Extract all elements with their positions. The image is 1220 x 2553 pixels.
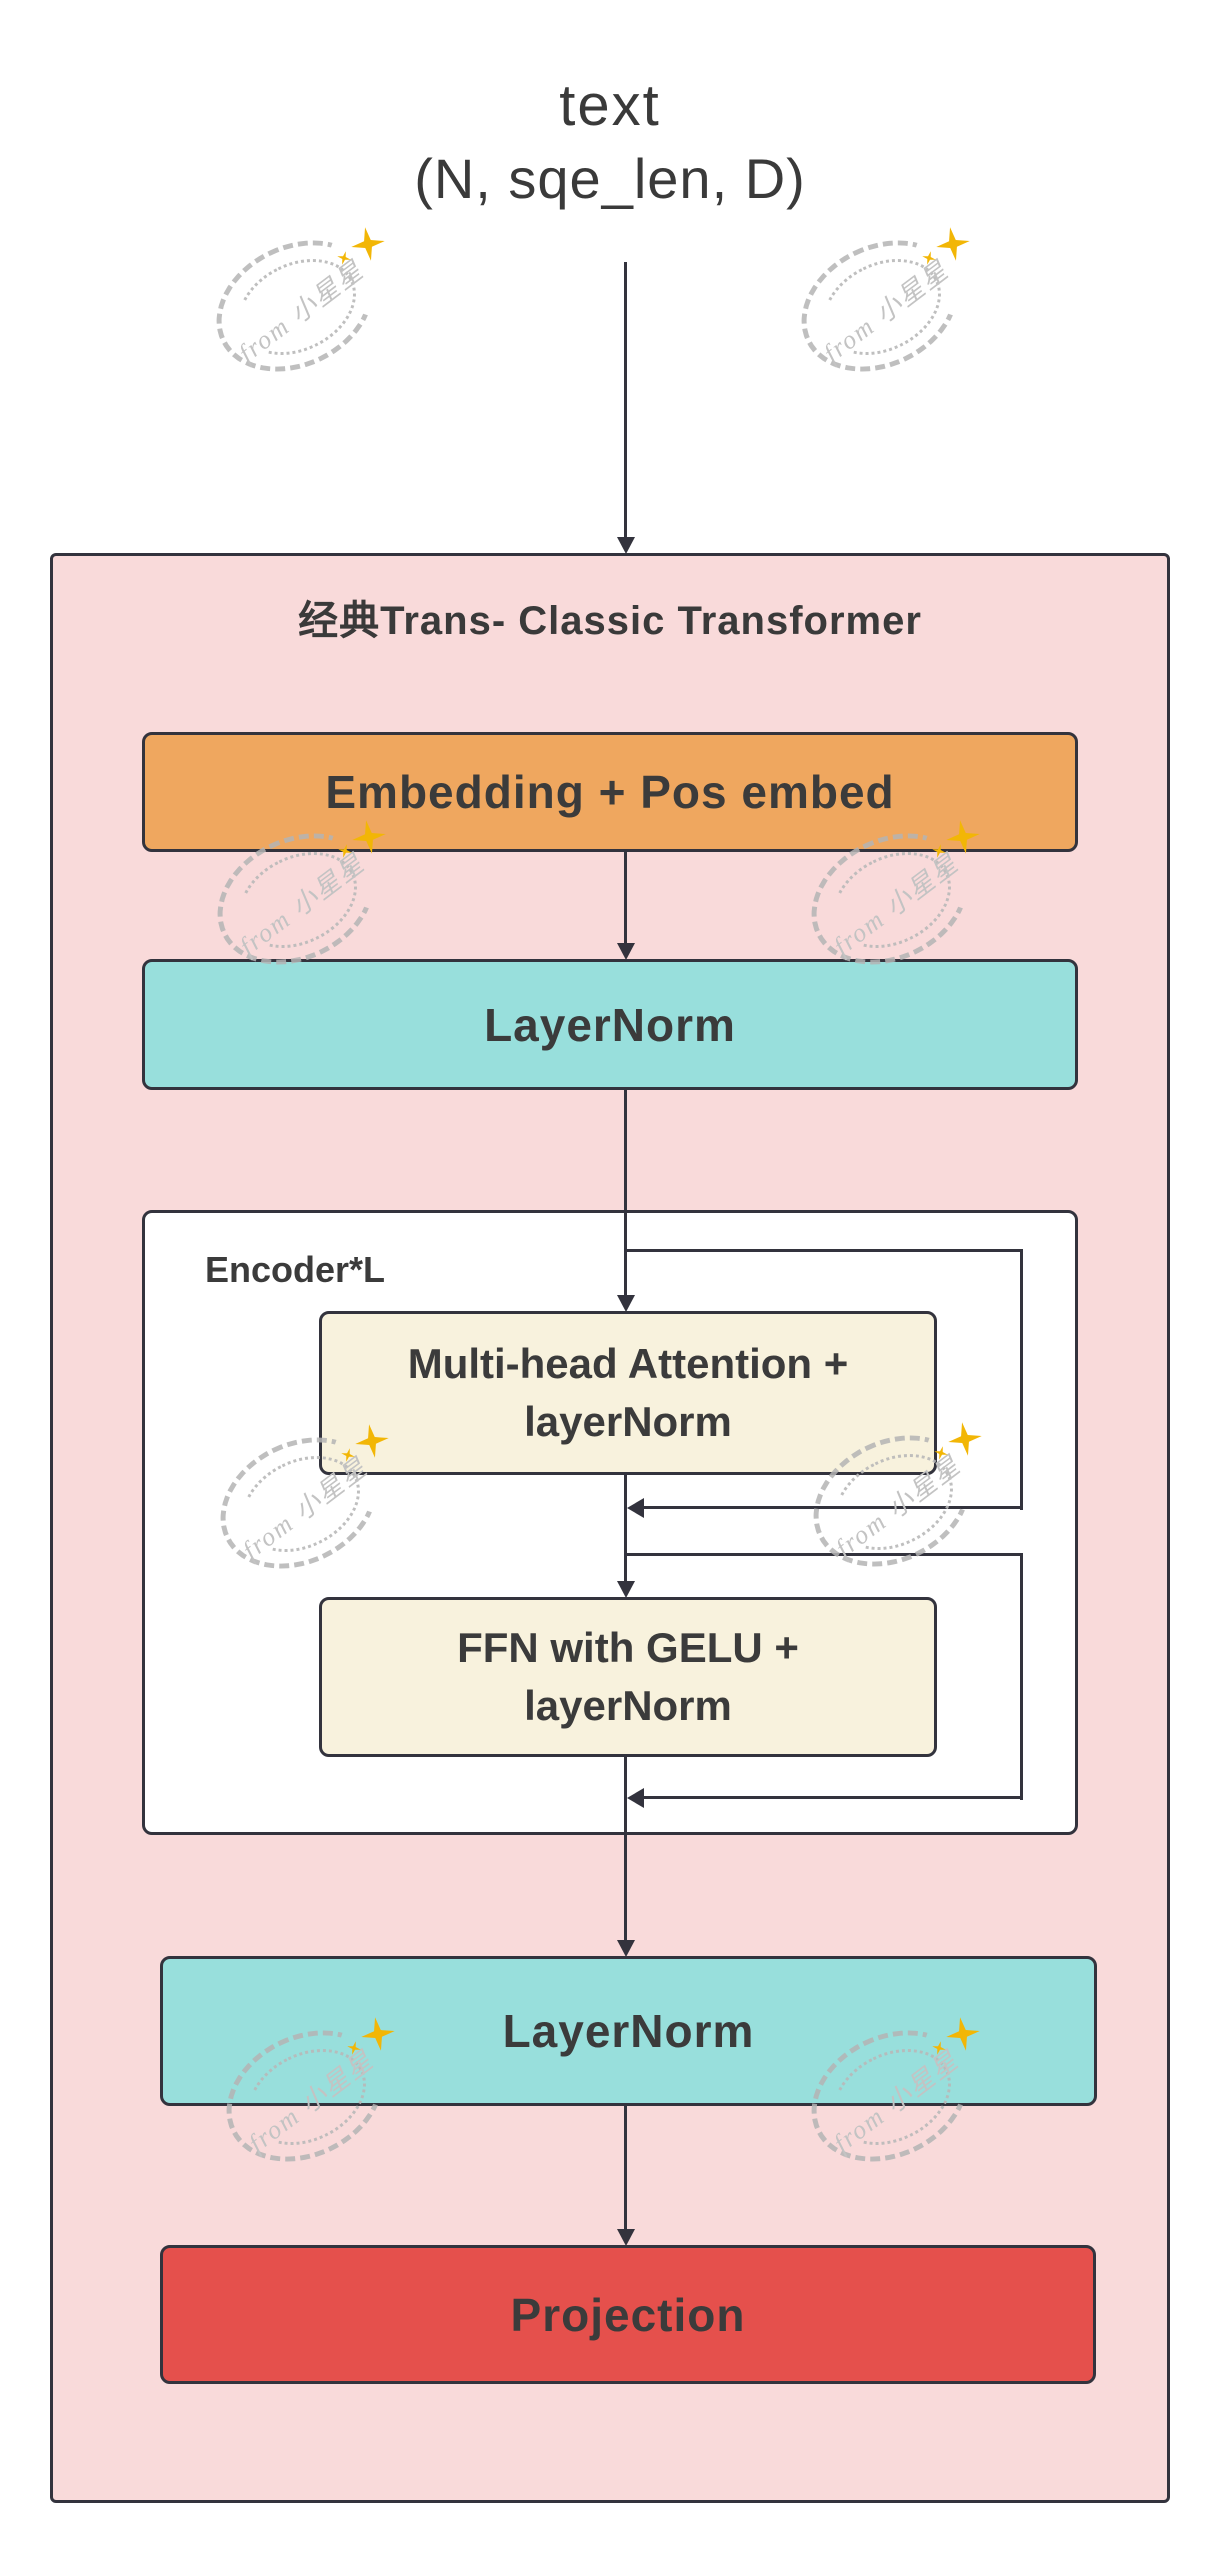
arrow-embedding-to-layernorm-head bbox=[617, 943, 635, 960]
arrow-embedding-to-layernorm-line bbox=[624, 852, 627, 944]
skip2-return-line bbox=[643, 1796, 1023, 1799]
node-ffn: FFN with GELU + layerNorm bbox=[319, 1597, 937, 1757]
skip1-rail-line bbox=[1020, 1249, 1023, 1510]
skip1-return-head bbox=[627, 1498, 644, 1518]
transformer-container-title: 经典Trans- Classic Transformer bbox=[298, 599, 922, 643]
input-shape-line: (N, sqe_len, D) bbox=[414, 146, 806, 210]
node-mha-label-line2: layerNorm bbox=[524, 1398, 732, 1445]
sparkle-star-icon bbox=[933, 224, 972, 263]
arrow-ffn-to-layernorm2-head bbox=[617, 1940, 635, 1957]
watermark-text: from 小星星 bbox=[818, 255, 955, 368]
node-layernorm-bottom-label: LayerNorm bbox=[502, 2005, 755, 2057]
sparkle-star-small-icon bbox=[920, 249, 937, 266]
watermark-outer-arc bbox=[779, 215, 981, 397]
sparkle-star-icon bbox=[348, 224, 387, 263]
skip2-return-head bbox=[627, 1788, 644, 1808]
sparkle-star-small-icon bbox=[335, 249, 352, 266]
node-ffn-label-line1: FFN with GELU + bbox=[457, 1624, 799, 1671]
node-embedding: Embedding + Pos embed bbox=[142, 732, 1078, 852]
node-layernorm-top-label: LayerNorm bbox=[484, 998, 736, 1051]
watermark-inner-arc bbox=[221, 240, 373, 374]
node-projection-label: Projection bbox=[510, 2288, 746, 2341]
node-projection: Projection bbox=[160, 2245, 1096, 2384]
watermark-outer-arc bbox=[194, 215, 396, 397]
skip1-branch-line bbox=[626, 1249, 1023, 1252]
arrow-attention-to-ffn-line bbox=[624, 1475, 627, 1582]
node-mha-label-line1: Multi-head Attention + bbox=[407, 1340, 849, 1387]
watermark-inner-arc bbox=[806, 240, 958, 374]
arrow-layernorm-to-attention-line bbox=[624, 1090, 627, 1296]
watermark: from 小星星 bbox=[194, 215, 396, 405]
arrow-layernorm-to-attention-head bbox=[617, 1295, 635, 1312]
node-embedding-label: Embedding + Pos embed bbox=[325, 766, 895, 818]
skip1-return-line bbox=[643, 1506, 1023, 1509]
arrow-layernorm2-to-projection-line bbox=[624, 2106, 627, 2230]
arrow-input-to-container-head bbox=[617, 537, 635, 554]
arrow-input-to-container-line bbox=[624, 262, 627, 537]
input-title: text (N, sqe_len, D) bbox=[0, 70, 1220, 215]
node-layernorm-top: LayerNorm bbox=[142, 959, 1078, 1090]
arrow-ffn-to-layernorm2-line bbox=[624, 1757, 627, 1941]
arrow-attention-to-ffn-head bbox=[617, 1581, 635, 1598]
skip2-rail-line bbox=[1020, 1553, 1023, 1800]
watermark-text: from 小星星 bbox=[233, 255, 370, 368]
node-encoder-label: Encoder*L bbox=[205, 1249, 386, 1290]
watermark: from 小星星 bbox=[779, 215, 981, 405]
input-title-line1: text bbox=[559, 73, 661, 138]
skip2-branch-line bbox=[626, 1553, 1023, 1556]
node-ffn-label-line2: layerNorm bbox=[524, 1682, 732, 1729]
node-layernorm-bottom: LayerNorm bbox=[160, 1956, 1097, 2106]
node-multihead-attention: Multi-head Attention + layerNorm bbox=[319, 1311, 937, 1475]
arrow-layernorm2-to-projection-head bbox=[617, 2229, 635, 2246]
